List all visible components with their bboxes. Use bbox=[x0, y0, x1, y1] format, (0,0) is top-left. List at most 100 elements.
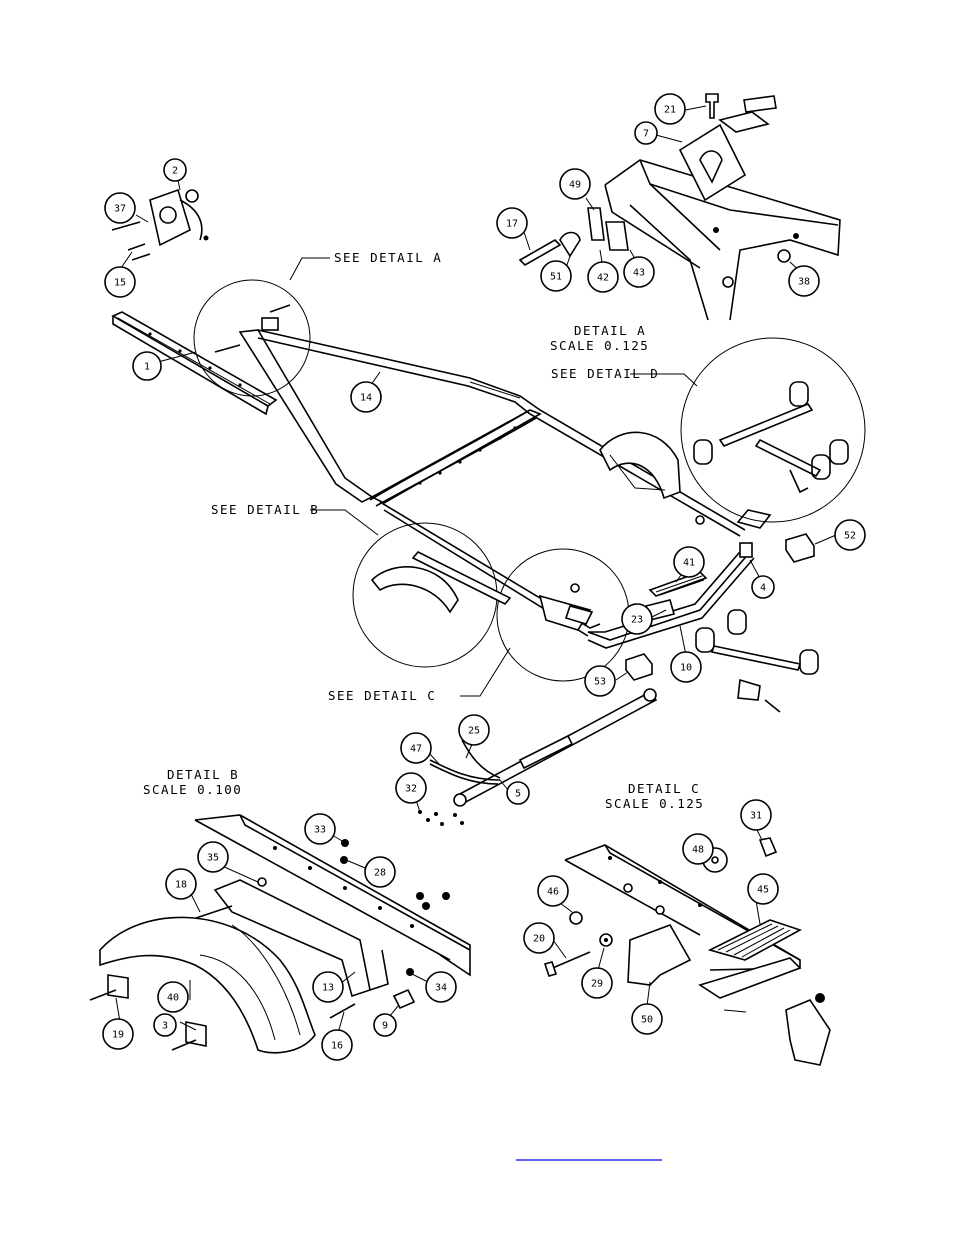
callout-45: 45 bbox=[747, 873, 779, 905]
callout-21: 21 bbox=[654, 93, 686, 125]
svg-text:47: 47 bbox=[410, 744, 422, 755]
callout-3: 3 bbox=[153, 1013, 177, 1037]
svg-text:15: 15 bbox=[114, 278, 126, 289]
svg-text:21: 21 bbox=[664, 105, 676, 116]
detail-a-title: DETAIL A bbox=[574, 323, 646, 338]
callout-35: 35 bbox=[197, 841, 229, 873]
svg-text:9: 9 bbox=[382, 1021, 388, 1032]
callout-33: 33 bbox=[304, 813, 336, 845]
callout-9: 9 bbox=[373, 1013, 397, 1037]
callout-50: 50 bbox=[631, 1003, 663, 1035]
detail-b-scale: SCALE 0.100 bbox=[143, 782, 242, 797]
callout-29: 29 bbox=[581, 967, 613, 999]
callout-49: 49 bbox=[559, 168, 591, 200]
svg-text:53: 53 bbox=[594, 677, 606, 688]
callout-53: 53 bbox=[584, 665, 616, 697]
detail-b-drawing bbox=[89, 814, 471, 1054]
callout-5: 5 bbox=[506, 781, 530, 805]
svg-text:29: 29 bbox=[591, 979, 603, 990]
winch-assembly bbox=[111, 188, 209, 261]
callout-51: 51 bbox=[540, 260, 572, 292]
callout-25: 25 bbox=[458, 714, 490, 746]
svg-text:23: 23 bbox=[631, 615, 643, 626]
svg-text:18: 18 bbox=[175, 880, 187, 891]
svg-text:4: 4 bbox=[760, 583, 766, 594]
svg-text:25: 25 bbox=[468, 726, 480, 737]
callout-13: 13 bbox=[312, 971, 344, 1003]
callout-40: 40 bbox=[157, 981, 189, 1013]
callout-10: 10 bbox=[670, 651, 702, 683]
svg-text:43: 43 bbox=[633, 268, 645, 279]
callout-52: 52 bbox=[834, 519, 866, 551]
svg-text:34: 34 bbox=[435, 983, 447, 994]
svg-text:10: 10 bbox=[680, 663, 692, 674]
svg-text:51: 51 bbox=[550, 272, 562, 283]
see-detail-d-label: SEE DETAIL D bbox=[551, 366, 659, 381]
detail-b-title: DETAIL B bbox=[167, 767, 239, 782]
callout-7: 7 bbox=[634, 121, 658, 145]
svg-text:28: 28 bbox=[374, 868, 386, 879]
svg-text:40: 40 bbox=[167, 993, 179, 1004]
callout-34: 34 bbox=[425, 971, 457, 1003]
svg-text:46: 46 bbox=[547, 887, 559, 898]
callout-37: 37 bbox=[104, 192, 136, 224]
svg-text:31: 31 bbox=[750, 811, 762, 822]
callout-38: 38 bbox=[788, 265, 820, 297]
callout-46: 46 bbox=[537, 875, 569, 907]
callout-31: 31 bbox=[740, 799, 772, 831]
svg-text:3: 3 bbox=[162, 1021, 168, 1032]
svg-text:19: 19 bbox=[112, 1030, 124, 1041]
callout-28: 28 bbox=[364, 856, 396, 888]
svg-text:35: 35 bbox=[207, 853, 219, 864]
callout-19: 19 bbox=[102, 1018, 134, 1050]
callout-32: 32 bbox=[395, 772, 427, 804]
see-detail-b-label: SEE DETAIL B bbox=[211, 502, 319, 517]
detail-b-circle bbox=[352, 522, 498, 668]
callout-2: 2 bbox=[163, 158, 187, 182]
svg-text:45: 45 bbox=[757, 885, 769, 896]
svg-text:48: 48 bbox=[692, 845, 704, 856]
callout-43: 43 bbox=[623, 256, 655, 288]
svg-text:5: 5 bbox=[515, 789, 521, 800]
roller-assembly-d bbox=[693, 381, 849, 494]
callout-16: 16 bbox=[321, 1029, 353, 1061]
callout-41: 41 bbox=[673, 546, 705, 578]
svg-text:1: 1 bbox=[144, 362, 150, 373]
svg-text:17: 17 bbox=[506, 219, 518, 230]
svg-text:16: 16 bbox=[331, 1041, 343, 1052]
svg-text:52: 52 bbox=[844, 531, 856, 542]
callout-42: 42 bbox=[587, 261, 619, 293]
svg-text:14: 14 bbox=[360, 393, 372, 404]
svg-text:38: 38 bbox=[798, 277, 810, 288]
svg-text:2: 2 bbox=[172, 166, 178, 177]
callout-15: 15 bbox=[104, 266, 136, 298]
callout-47: 47 bbox=[400, 732, 432, 764]
axle-assembly bbox=[429, 688, 658, 807]
svg-text:7: 7 bbox=[643, 129, 649, 140]
callout-23: 23 bbox=[621, 603, 653, 635]
callout-20: 20 bbox=[523, 922, 555, 954]
detail-c-scale: SCALE 0.125 bbox=[605, 796, 704, 811]
callout-14: 14 bbox=[350, 381, 382, 413]
svg-text:49: 49 bbox=[569, 180, 581, 191]
callout-18: 18 bbox=[165, 868, 197, 900]
svg-text:37: 37 bbox=[114, 204, 126, 215]
trailer-frame bbox=[111, 304, 772, 649]
callout-48: 48 bbox=[682, 833, 714, 865]
detail-a-drawing bbox=[518, 93, 841, 321]
roller-assembly-rear bbox=[695, 609, 819, 713]
see-detail-a-label: SEE DETAIL A bbox=[334, 250, 442, 265]
callout-17: 17 bbox=[496, 207, 528, 239]
detail-a-scale: SCALE 0.125 bbox=[550, 338, 649, 353]
detail-d-circle bbox=[680, 337, 866, 523]
svg-text:13: 13 bbox=[322, 983, 334, 994]
detail-c-drawing bbox=[543, 837, 831, 1066]
svg-text:33: 33 bbox=[314, 825, 326, 836]
detail-c-title: DETAIL C bbox=[628, 781, 700, 796]
detail-a-circle bbox=[193, 279, 311, 397]
callout-4: 4 bbox=[751, 575, 775, 599]
svg-text:20: 20 bbox=[533, 934, 545, 945]
svg-text:50: 50 bbox=[641, 1015, 653, 1026]
svg-text:41: 41 bbox=[683, 558, 695, 569]
